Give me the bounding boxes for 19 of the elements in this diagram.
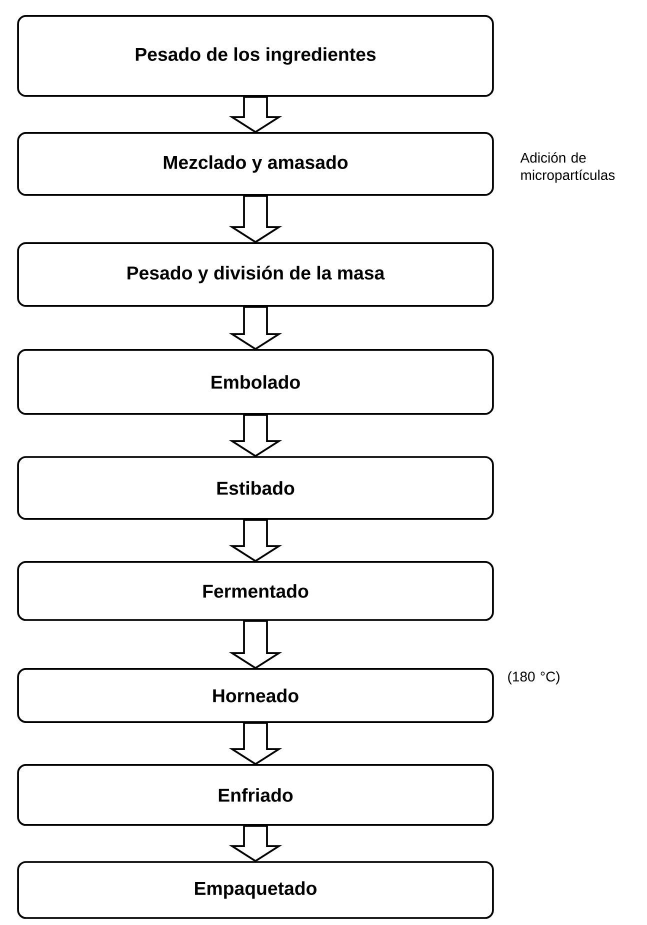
process-box: Embolado — [17, 349, 494, 415]
side-note: Adición de micropartículas — [520, 152, 615, 183]
process-box: Horneado — [17, 668, 494, 723]
block-arrow — [228, 306, 282, 350]
process-box: Estibado — [17, 456, 494, 520]
process-box: Fermentado — [17, 561, 494, 621]
side-note: (180 °C) — [508, 671, 560, 684]
process-box: Pesado y división de la masa — [17, 242, 494, 307]
block-arrow — [228, 195, 282, 244]
block-arrow — [228, 825, 282, 862]
process-box: Empaquetado — [17, 861, 494, 919]
block-arrow — [228, 414, 282, 458]
process-box: Pesado de los ingredientes — [17, 15, 494, 97]
block-arrow — [228, 620, 282, 670]
block-arrow — [228, 96, 282, 134]
block-arrow — [228, 519, 282, 562]
process-box: Enfriado — [17, 764, 494, 826]
process-box: Mezclado y amasado — [17, 132, 494, 196]
block-arrow — [228, 722, 282, 766]
